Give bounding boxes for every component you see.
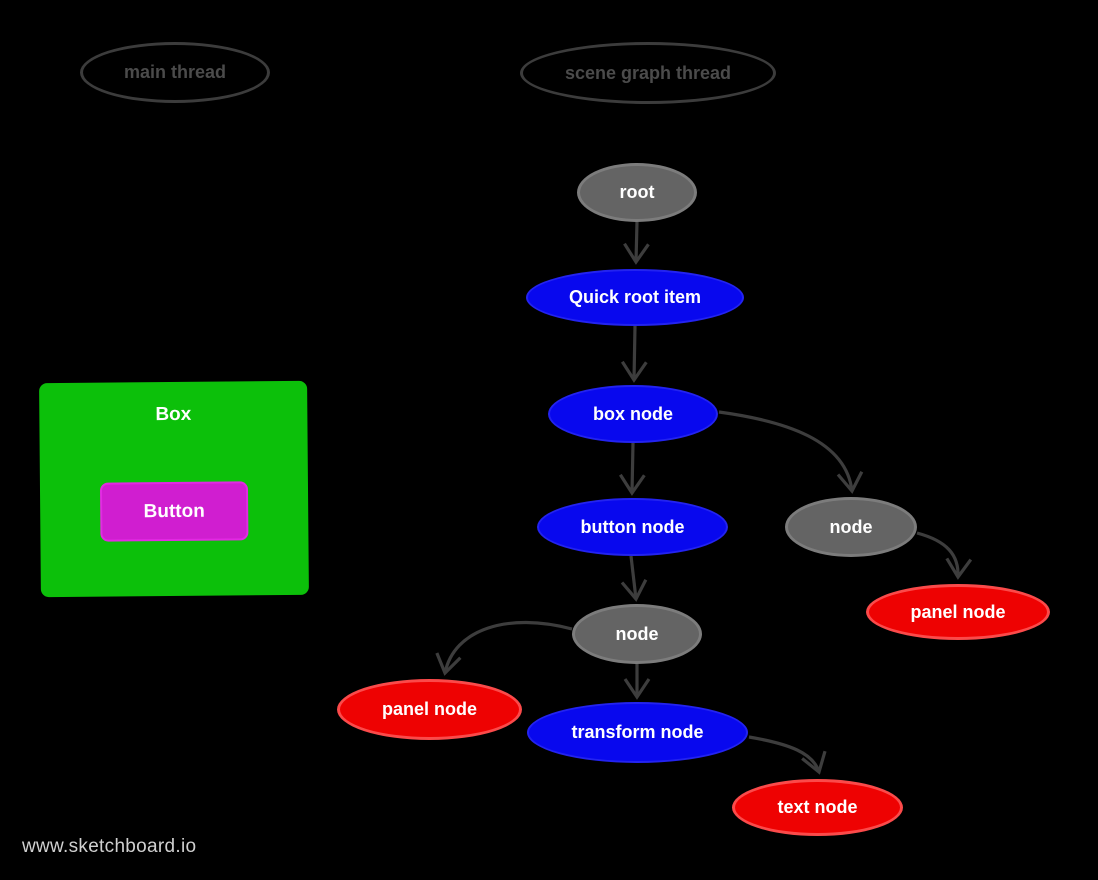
node-box-node[interactable]: box node: [548, 385, 718, 443]
node-left[interactable]: node: [572, 604, 702, 664]
edge-root-to-quick-root-item[interactable]: [623, 221, 650, 265]
node-right[interactable]: node: [785, 497, 917, 557]
node-transform-node[interactable]: transform node: [527, 702, 748, 763]
edge-box-node-to-node-right[interactable]: [718, 410, 864, 494]
node-button-node[interactable]: button node: [537, 498, 728, 556]
node-box-node-label: box node: [593, 403, 673, 424]
button-shape[interactable]: Button: [99, 481, 249, 542]
node-button-node-label: button node: [580, 516, 685, 537]
node-panel-node-right-label: panel node: [910, 601, 1006, 622]
main-thread-ellipse[interactable]: main thread: [80, 42, 270, 103]
node-quick-root-item-label: Quick root item: [568, 287, 702, 307]
edge-node-right-to-panel-node-right[interactable]: [916, 531, 973, 580]
node-left-label: node: [615, 623, 659, 644]
node-right-label: node: [829, 516, 873, 537]
node-panel-node-right[interactable]: panel node: [866, 584, 1050, 640]
edge-transform-node-to-text-node[interactable]: [748, 735, 827, 775]
node-text-node-label: text node: [777, 797, 858, 817]
sketchboard-watermark: www.sketchboard.io: [22, 836, 197, 857]
node-quick-root-item[interactable]: Quick root item: [526, 269, 744, 326]
node-root-label: root: [619, 182, 655, 202]
scene-graph-thread-label: scene graph thread: [564, 62, 732, 83]
edge-quick-root-item-to-box-node[interactable]: [620, 325, 648, 383]
node-panel-node-left-label: panel node: [381, 699, 477, 719]
button-label: Button: [143, 500, 205, 522]
edge-button-node-to-node-left[interactable]: [620, 555, 648, 602]
edge-node-left-to-panel-node-left[interactable]: [435, 620, 573, 676]
scene-graph-thread-ellipse[interactable]: scene graph thread: [520, 42, 776, 104]
node-root[interactable]: root: [577, 163, 697, 222]
node-text-node[interactable]: text node: [732, 779, 903, 836]
box-label: Box: [155, 403, 192, 426]
node-transform-node-label: transform node: [571, 722, 704, 742]
main-thread-label: main thread: [123, 62, 227, 82]
node-panel-node-left[interactable]: panel node: [337, 679, 522, 740]
edge-box-node-to-button-node[interactable]: [619, 442, 646, 496]
box-shape[interactable]: Box Button: [39, 380, 309, 598]
